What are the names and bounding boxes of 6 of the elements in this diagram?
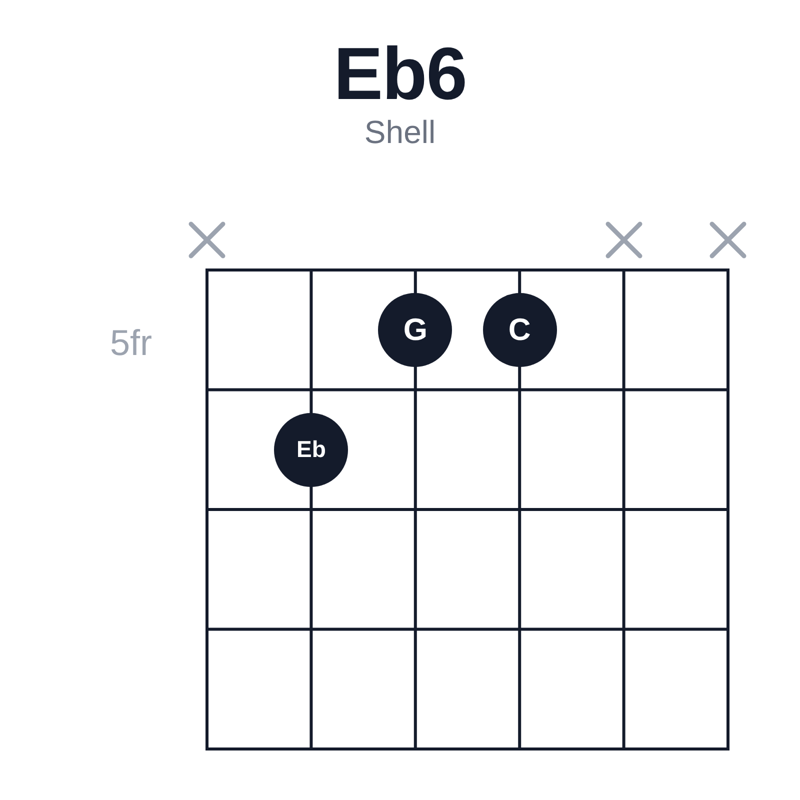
finger-dot: C: [482, 292, 557, 367]
chord-title: Eb6: [334, 34, 466, 114]
fret-number: 5fr: [110, 323, 152, 363]
finger-dot: G: [378, 292, 452, 367]
chord-subtitle: Shell: [364, 115, 436, 151]
finger-dot: Eb: [274, 412, 348, 487]
